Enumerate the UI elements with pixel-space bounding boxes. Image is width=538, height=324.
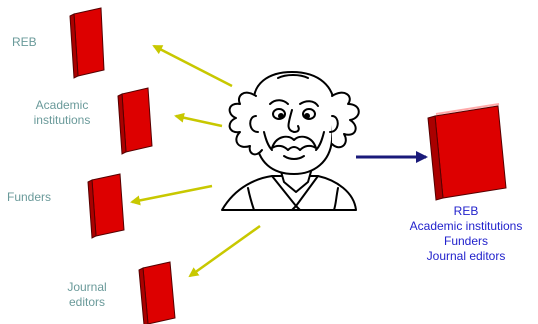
arrow-to-academic — [174, 112, 223, 128]
label-right-academic: Academic institutions — [409, 219, 523, 233]
arrow-to-funders — [130, 184, 213, 206]
label-right-funders: Funders — [443, 234, 489, 248]
label-journal-line2: editors — [68, 295, 106, 309]
label-academic-institutions: Academic institutions — [24, 98, 100, 128]
book-funders-icon — [87, 173, 125, 239]
arrow-to-reb — [152, 44, 233, 88]
book-journal-icon — [138, 261, 176, 324]
arrows-to-bodies — [130, 44, 261, 278]
label-academic-line1: Academic — [35, 98, 89, 112]
label-academic-line2: institutions — [33, 113, 91, 127]
arrow-to-journal — [188, 224, 261, 278]
label-funders: Funders — [7, 190, 52, 204]
label-reb: REB — [12, 35, 37, 49]
book-academic-icon — [117, 87, 153, 155]
label-right-journal: Journal editors — [426, 249, 506, 263]
label-journal-line1: Journal — [67, 280, 107, 294]
label-journal-editors: Journal editors — [60, 280, 114, 310]
book-large-icon — [427, 103, 507, 201]
label-right-reb: REB — [453, 204, 479, 218]
scientist-cartoon-icon — [221, 71, 360, 211]
label-all-recipients: REB Academic institutions Funders Journa… — [394, 204, 538, 264]
book-reb-icon — [69, 7, 105, 79]
